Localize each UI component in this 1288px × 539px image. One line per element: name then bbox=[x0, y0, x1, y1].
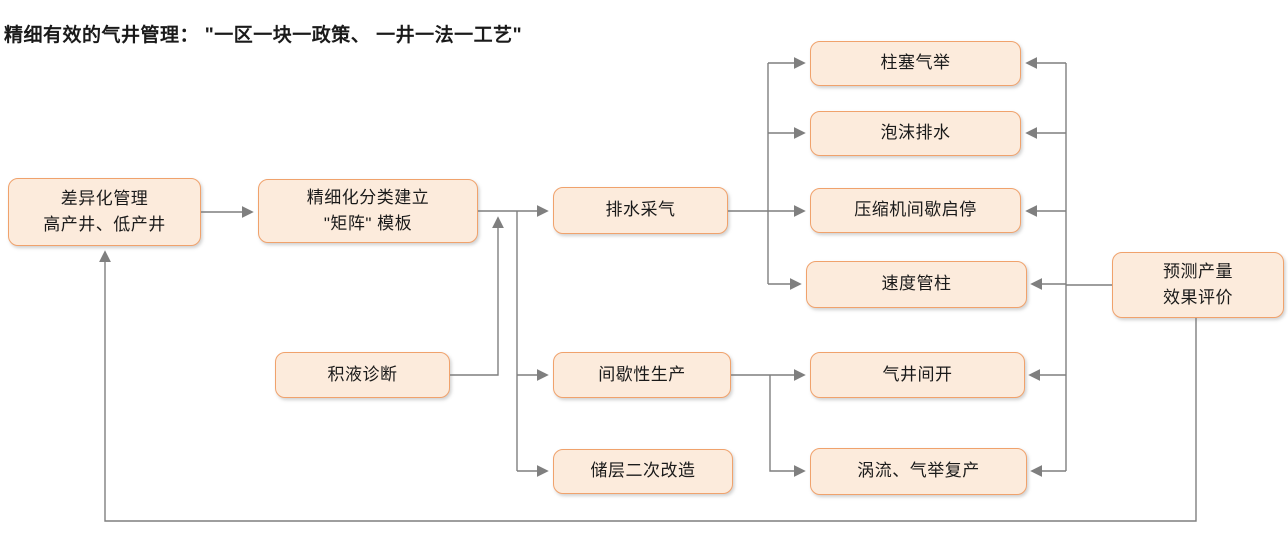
node-label: 间歇性生产 bbox=[598, 364, 686, 384]
node-label: 涡流、气举复产 bbox=[857, 461, 980, 481]
node-label: 泡沫排水 bbox=[880, 123, 951, 143]
diagram-title: 精细有效的气井管理： "一区一块一政策、 一井一法一工艺" bbox=[4, 25, 523, 46]
node-vortex-gaslift-restart: 涡流、气举复产 bbox=[810, 448, 1027, 495]
node-predict-evaluate: 预测产量 效果评价 bbox=[1112, 252, 1284, 318]
node-matrix-template: 精细化分类建立 "矩阵" 模板 bbox=[258, 179, 478, 243]
node-label: "矩阵" 模板 bbox=[323, 214, 413, 233]
node-compressor-start-stop: 压缩机间歇启停 bbox=[810, 188, 1021, 233]
node-reservoir-restimulation: 储层二次改造 bbox=[553, 449, 733, 494]
node-drainage-gas-recovery: 排水采气 bbox=[553, 187, 728, 234]
node-label: 预测产量 bbox=[1163, 261, 1233, 281]
node-label: 气井间开 bbox=[882, 364, 953, 384]
node-label: 速度管柱 bbox=[881, 274, 952, 294]
node-foam-drainage: 泡沫排水 bbox=[810, 111, 1021, 156]
node-intermittent-production: 间歇性生产 bbox=[553, 352, 731, 398]
node-label: 高产井、低产井 bbox=[43, 215, 166, 234]
node-label: 精细化分类建立 bbox=[306, 187, 430, 207]
node-label: 压缩机间歇启停 bbox=[854, 200, 977, 220]
node-label: 效果评价 bbox=[1163, 288, 1233, 307]
node-label: 柱塞气举 bbox=[880, 53, 951, 73]
node-velocity-string: 速度管柱 bbox=[806, 261, 1027, 308]
node-label: 储层二次改造 bbox=[590, 461, 696, 481]
node-liquid-diagnosis: 积液诊断 bbox=[275, 352, 450, 398]
node-plunger-gas-lift: 柱塞气举 bbox=[810, 41, 1021, 86]
node-label: 积液诊断 bbox=[327, 364, 398, 384]
node-label: 排水采气 bbox=[605, 200, 676, 220]
node-well-intermittent-opening: 气井间开 bbox=[810, 352, 1025, 398]
connector-intermittent-to-vortex bbox=[769, 375, 806, 477]
node-label: 差异化管理 bbox=[60, 188, 149, 208]
node-differentiated-management: 差异化管理 高产井、低产井 bbox=[8, 178, 201, 246]
